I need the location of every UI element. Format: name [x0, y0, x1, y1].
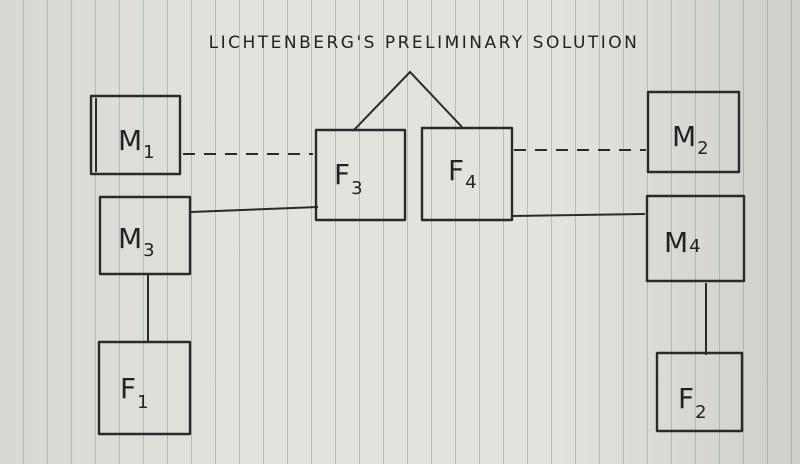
node-m1: M1 [89, 94, 182, 176]
node-letter: M [664, 226, 689, 259]
node-letter: M [118, 222, 143, 255]
node-f3: F3 [314, 128, 407, 222]
svg-text:F4: F4 [448, 154, 478, 193]
node-subscript: 1 [137, 392, 149, 413]
node-subscript: 2 [697, 138, 709, 159]
node-m4: M4 [645, 194, 746, 283]
edge-M3-F3 [190, 206, 319, 213]
node-letter: M [672, 120, 697, 153]
node-letter: F [678, 382, 695, 415]
svg-text:M4: M4 [664, 226, 702, 259]
node-subscript: 3 [143, 240, 155, 261]
svg-text:F3: F3 [334, 158, 364, 199]
node-f4: F4 [420, 126, 514, 222]
node-m3: M3 [98, 195, 192, 276]
node-subscript: 2 [695, 402, 707, 423]
node-subscript: 3 [351, 178, 363, 199]
node-subscript: 4 [689, 236, 701, 257]
node-subscript: 1 [143, 142, 155, 163]
node-m2: M2 [646, 90, 741, 174]
node-letter: M [118, 124, 143, 157]
svg-text:M3: M3 [118, 222, 156, 261]
node-letter: F [120, 372, 137, 405]
svg-text:M1: M1 [118, 124, 156, 163]
edge-F3-F4-peak [352, 70, 463, 132]
node-letter: F [448, 154, 465, 187]
svg-text:F2: F2 [678, 382, 708, 423]
node-f2: F2 [655, 351, 744, 433]
node-subscript: 4 [465, 172, 477, 193]
svg-text:F1: F1 [120, 372, 150, 413]
node-letter: F [334, 158, 351, 191]
svg-text:M2: M2 [672, 120, 710, 159]
edge-F4-M4 [511, 213, 646, 217]
node-f1: F1 [97, 340, 192, 436]
diagram-title: LICHTENBERG'S PRELIMINARY SOLUTION [209, 33, 640, 53]
